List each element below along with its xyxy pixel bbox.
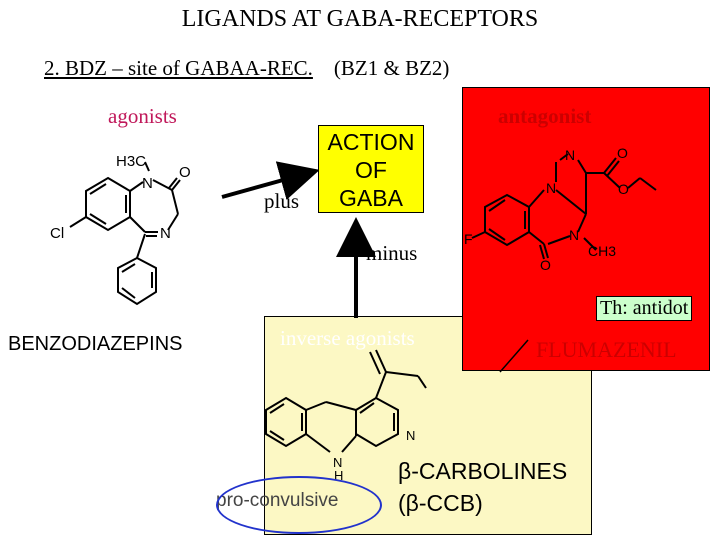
subtitle-main: 2. BDZ – site of GABAA-REC. bbox=[44, 56, 313, 80]
flumazenil-structure bbox=[471, 153, 657, 260]
antagonist-label: antagonist bbox=[498, 104, 592, 128]
carb-n-label: N bbox=[406, 428, 415, 443]
bzd-n4-label: N bbox=[160, 225, 171, 242]
flu-ch3-label: CH3 bbox=[588, 243, 616, 259]
beta-carbolines-label: β-CARBOLINES bbox=[398, 458, 568, 484]
pro-convulsive-ellipse bbox=[216, 476, 382, 534]
flu-o2-label: O bbox=[540, 257, 551, 273]
flumazenil-label: FLUMAZENIL bbox=[536, 337, 677, 362]
therapy-antidote-box: Th: antidot bbox=[596, 296, 693, 321]
agonists-label: agonists bbox=[108, 104, 177, 128]
flu-n2-label: N bbox=[546, 180, 556, 196]
flu-f-label: F bbox=[464, 231, 473, 247]
action-line-2: OF bbox=[355, 157, 387, 183]
flu-n3-label: N bbox=[569, 227, 579, 243]
subtitle-extra: (BZ1 & BZ2) bbox=[333, 56, 450, 80]
plus-label: plus bbox=[264, 189, 300, 213]
bzd-n1-label: N bbox=[142, 175, 153, 192]
carb-h-label: H bbox=[334, 468, 343, 483]
plus-arrow bbox=[221, 161, 320, 200]
beta-ccb-label: (β-CCB) bbox=[398, 490, 483, 516]
benzodiazepine-structure bbox=[69, 161, 181, 306]
flu-n1-label: N bbox=[565, 147, 575, 163]
bzd-methyl-label: H3C bbox=[116, 153, 146, 170]
page-title: LIGANDS AT GABA-RECEPTORS bbox=[181, 6, 539, 32]
bzd-o-label: O bbox=[179, 164, 191, 181]
benzodiazepins-label: BENZODIAZEPINS bbox=[8, 333, 183, 355]
subtitle: 2. BDZ – site of GABAA-REC. (BZ1 & BZ2) bbox=[44, 56, 449, 81]
inverse-agonists-label: inverse agonists bbox=[280, 326, 415, 350]
antagonist-panel bbox=[462, 87, 710, 371]
bzd-cl-label: Cl bbox=[50, 225, 64, 242]
flu-o1-label: O bbox=[617, 145, 628, 161]
action-of-gaba-box: ACTION OF GABA bbox=[318, 125, 424, 213]
flu-o3-label: O bbox=[618, 181, 629, 197]
carb-nh-label: N bbox=[333, 455, 342, 470]
minus-label: minus bbox=[366, 241, 418, 265]
action-line-3: GABA bbox=[339, 185, 403, 211]
flumazenil-pointer bbox=[499, 339, 529, 373]
beta-carboline-structure bbox=[265, 349, 427, 453]
action-line-1: ACTION bbox=[327, 129, 415, 155]
